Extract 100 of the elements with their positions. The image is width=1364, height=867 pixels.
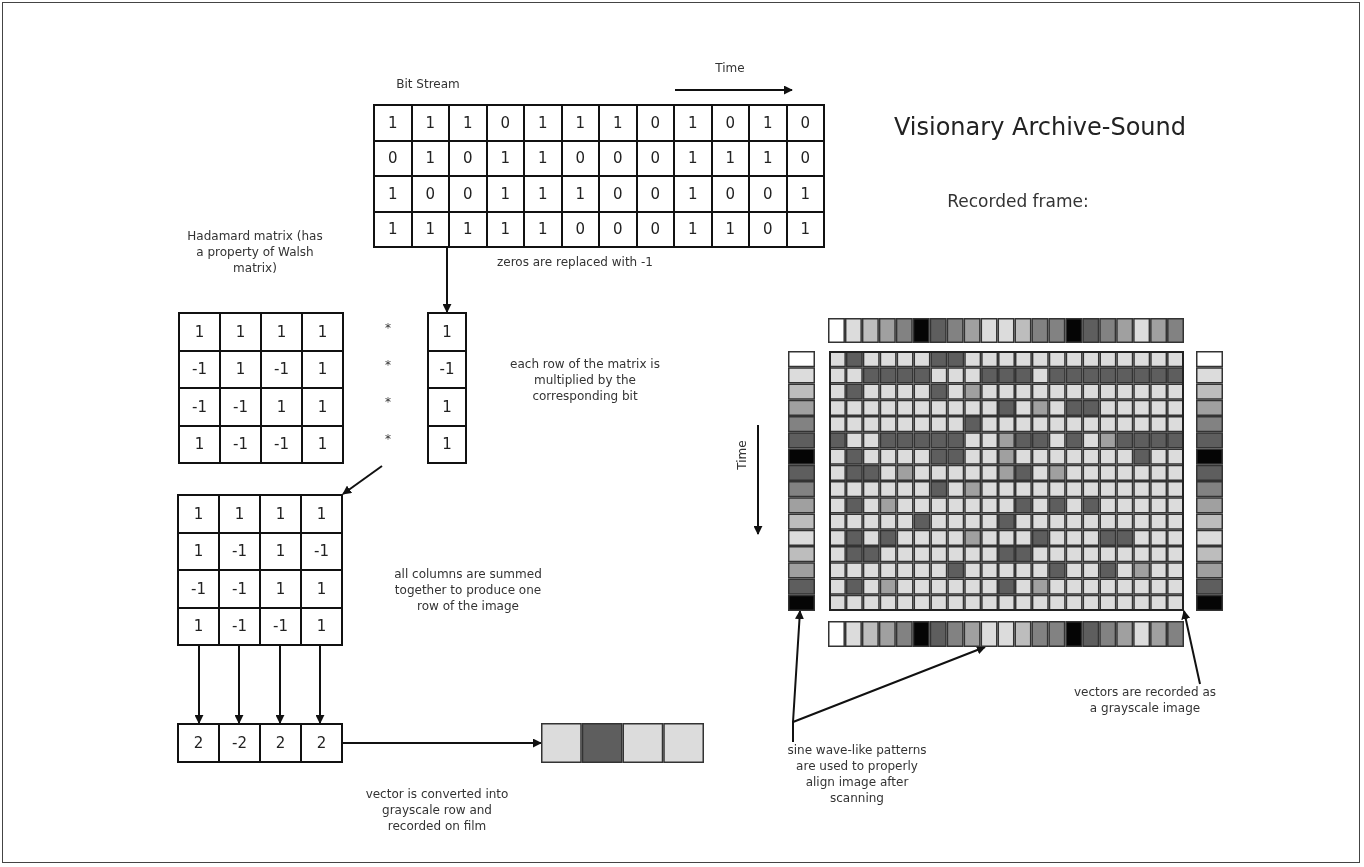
matrix-cell: -1 [180,351,219,387]
grayscale-row [541,723,704,763]
matrix-cell: -1 [302,533,341,569]
matrix-cell: 0 [375,141,411,175]
matrix-cell: 1 [221,314,260,350]
matrix-cell: 1 [303,426,342,462]
alignment-pattern-strip [788,351,815,611]
matrix-cell: 1 [487,141,523,175]
matrix-cell: -1 [221,389,260,425]
axis-label: Time [714,60,746,76]
matrix-cell: 1 [525,106,561,140]
matrix-cell: 1 [675,177,711,211]
matrix-cell: 0 [637,106,673,140]
matrix-cell: 1 [412,141,448,175]
annotation-text: vectors are recorded as a grayscale image [1070,684,1220,716]
table-heading: Bit Stream [395,76,461,92]
matrix-cell: -1 [220,533,259,569]
multiply-sign: * [384,320,392,336]
matrix-cell: 2 [261,725,300,761]
matrix-cell: 1 [787,177,823,211]
matrix-cell: 1 [429,314,465,350]
alignment-pattern-strip [1196,351,1223,611]
matrix-cell: 1 [600,106,636,140]
section-heading: Recorded frame: [946,190,1090,212]
matrix-cell: 1 [220,496,259,532]
matrix-cell: 0 [562,212,598,246]
matrix-cell: 1 [525,141,561,175]
matrix-cell: 0 [450,177,486,211]
matrix-cell: -1 [221,426,260,462]
matrix-cell: 1 [180,426,219,462]
matrix-cell: 0 [750,177,786,211]
matrix-cell: 1 [750,141,786,175]
annotation-text: each row of the matrix is multiplied by the corresponding bit [509,356,661,404]
matrix-cell: 2 [179,725,218,761]
matrix-cell: 2 [302,725,341,761]
matrix-cell: 1 [450,106,486,140]
matrix-cell: 1 [487,177,523,211]
matrix-cell: 1 [303,389,342,425]
matrix-cell: 1 [525,212,561,246]
matrix-cell: 1 [787,212,823,246]
multiply-sign: * [384,357,392,373]
matrix-cell: 0 [600,141,636,175]
matrix-cell: -1 [262,426,301,462]
matrix-cell: 1 [261,571,300,607]
matrix-cell: 1 [429,389,465,425]
annotation-text: all columns are summed together to produce one row of the image [393,566,543,614]
matrix-cell: -1 [180,389,219,425]
matrix-cell: 0 [600,177,636,211]
alignment-pattern-strip [828,318,1184,343]
matrix-cell: 1 [487,212,523,246]
arrow [442,247,452,313]
arrow [315,645,325,724]
matrix-cell: 1 [262,314,301,350]
matrix-cell: 1 [179,496,218,532]
matrix-cell: 1 [179,608,218,644]
matrix-cell: 1 [562,177,598,211]
matrix-cell: -1 [179,571,218,607]
matrix-cell: 1 [261,496,300,532]
matrix-cell: 1 [562,106,598,140]
matrix-cell: 1 [412,106,448,140]
matrix-cell: 0 [637,141,673,175]
matrix-cell: 0 [712,177,748,211]
matrix-cell: 0 [712,106,748,140]
multiply-sign: * [384,431,392,447]
matrix-cell: 1 [375,212,411,246]
matrix-cell: 0 [450,141,486,175]
multiply-sign: * [384,394,392,410]
matrix-cell: 0 [750,212,786,246]
matrix-cell: 0 [787,141,823,175]
title: Visionary Archive-Sound [892,112,1188,142]
matrix-cell: 1 [180,314,219,350]
matrix-cell: 1 [375,106,411,140]
arrow [234,645,244,724]
matrix-cell: 1 [179,533,218,569]
table-heading: Hadamard matrix (has a property of Walsh matrix) [186,228,324,276]
matrix-cell: -1 [261,608,300,644]
matrix-cell: 0 [600,212,636,246]
alignment-pattern-strip [828,621,1184,647]
matrix-cell: -2 [220,725,259,761]
arrow [792,645,986,743]
matrix-cell: 1 [303,314,342,350]
matrix-cell: 0 [562,141,598,175]
matrix-cell: -1 [220,571,259,607]
matrix-cell: 1 [221,351,260,387]
matrix-cell: 0 [412,177,448,211]
matrix-cell: 1 [712,212,748,246]
matrix-cell: -1 [220,608,259,644]
arrow [342,465,383,495]
matrix-cell: -1 [262,351,301,387]
matrix-cell: 1 [302,496,341,532]
arrow [342,738,542,748]
matrix-cell: 0 [637,212,673,246]
matrix-cell: 1 [712,141,748,175]
matrix-cell: 1 [303,351,342,387]
matrix-cell: 1 [450,212,486,246]
matrix-cell: 0 [487,106,523,140]
matrix-cell: 1 [302,571,341,607]
matrix-cell: 1 [429,426,465,462]
matrix-cell: 1 [750,106,786,140]
matrix-cell: 1 [525,177,561,211]
